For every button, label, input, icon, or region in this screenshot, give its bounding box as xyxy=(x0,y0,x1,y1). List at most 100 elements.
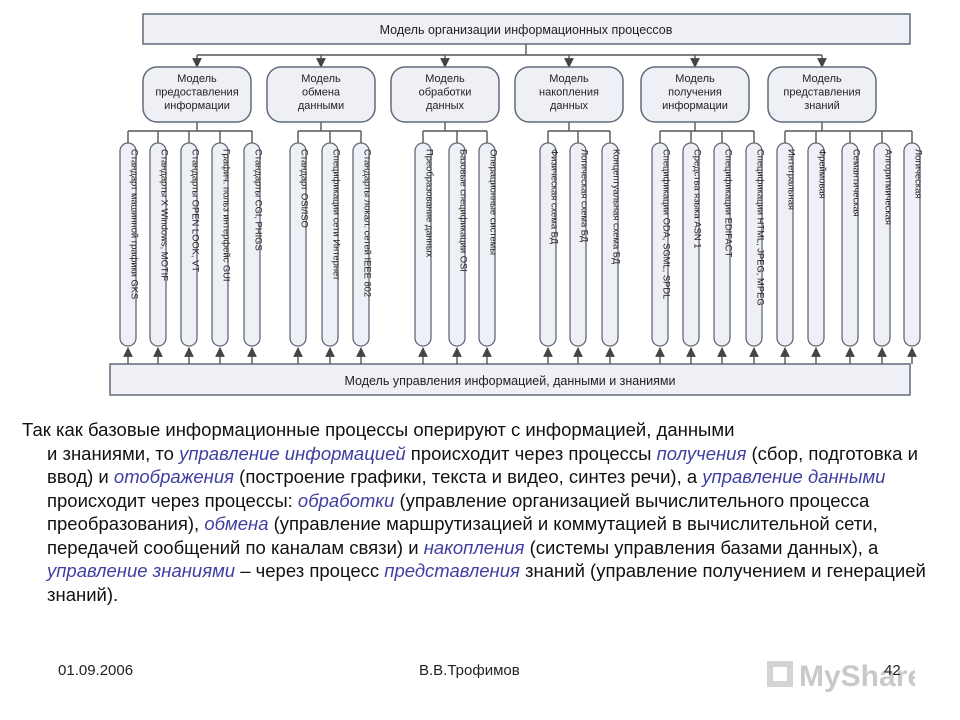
standard-item: Операционные системы xyxy=(478,142,500,347)
standard-item: Стандарт OSI/ISO xyxy=(289,142,311,347)
standard-item: Спецификации HTML, JPEG, MPEG xyxy=(745,142,767,347)
standard-item-box xyxy=(841,142,859,347)
standard-item-label: Семантическая xyxy=(852,149,863,217)
group-model-title: Модель xyxy=(802,73,842,85)
standard-item-box xyxy=(539,142,557,347)
para-text: (системы управления базами данных), а xyxy=(524,536,879,558)
group-model-title: данных xyxy=(426,100,465,112)
para-text: происходит через процессы: xyxy=(47,489,298,511)
standard-item: Стандарты X Windows, MOTIF xyxy=(149,142,171,347)
standard-item-label: Спецификации HTML, JPEG, MPEG xyxy=(756,149,767,306)
standard-item-label: Фреймовая xyxy=(818,149,829,199)
group-model-title: Модель xyxy=(675,73,715,85)
group-model-title: информации xyxy=(164,100,230,112)
standard-item-label: Логическая xyxy=(914,149,925,198)
standard-item-box xyxy=(119,142,137,347)
standard-item-label: Спецификации ODA, SGML, SPDL xyxy=(662,149,673,299)
top-model-box: Модель организации информационных процес… xyxy=(142,13,911,45)
standard-item: Базовые спецификации OSI xyxy=(448,142,470,347)
standard-item: Логическая схема БД xyxy=(569,142,591,347)
standard-item-label: Спецификации EDIFACT xyxy=(724,149,735,257)
group-model-title: предоставления xyxy=(155,87,238,99)
standard-item: Концептуальная схема БД xyxy=(601,142,623,347)
group-model-title: данными xyxy=(298,100,344,112)
standard-item-box xyxy=(243,142,261,347)
standard-item-label: Стандарты CGI, PHIGS xyxy=(254,149,265,251)
standard-item-label: Спецификации сети Интернет xyxy=(332,149,343,281)
standard-item: Логическая xyxy=(903,142,925,347)
bottom-model-title: Модель управления информацией, данными и… xyxy=(345,374,676,388)
group-model-title: информации xyxy=(662,100,728,112)
logo-text: MyShared xyxy=(799,660,915,693)
standard-item-box xyxy=(289,142,307,347)
highlight-term: управление информацией xyxy=(179,442,406,464)
standard-item-box xyxy=(713,142,731,347)
group-model-title: обработки xyxy=(419,87,472,99)
description-paragraph: Так как базовые информационные процессы … xyxy=(22,418,947,606)
standard-item-label: Интегральная xyxy=(787,149,798,210)
bottom-model-box: Модель управления информацией, данными и… xyxy=(109,363,911,396)
standard-item: Семантическая xyxy=(841,142,863,347)
standard-item-label: Средства языка ASN 1 xyxy=(693,149,704,248)
para-text: (управление организацией вычислительного… xyxy=(47,489,870,535)
standard-item: Средства языка ASN 1 xyxy=(682,142,704,347)
highlight-term: получения xyxy=(656,442,747,464)
standard-item-label: Концептуальная схема БД xyxy=(612,149,623,265)
standard-item: Спецификации сети Интернет xyxy=(321,142,343,347)
standard-item-box xyxy=(873,142,891,347)
top-model-title: Модель организации информационных процес… xyxy=(380,23,673,37)
standard-item: Интегральная xyxy=(776,142,798,347)
standard-item-box xyxy=(211,142,229,347)
group-model-title: обмена xyxy=(302,87,341,99)
para-text: (построение графики, текста и видео, син… xyxy=(234,466,703,487)
group-model-box xyxy=(514,66,624,123)
highlight-term: отображения xyxy=(113,466,235,487)
group-model-box xyxy=(640,66,750,123)
standard-item: Спецификации EDIFACT xyxy=(713,142,735,347)
standard-item-label: Графич. польз интерфейс GUI xyxy=(222,149,233,282)
para-text: (сбор, подготовка и ввод) и xyxy=(47,442,918,488)
standard-item: Фреймовая xyxy=(807,142,829,347)
standard-item-label: Операционные системы xyxy=(489,149,500,255)
standard-item-box xyxy=(776,142,794,347)
standard-item-box xyxy=(478,142,496,347)
standard-item: Физическая схема БД xyxy=(539,142,561,347)
highlight-term: управление данными xyxy=(702,466,886,487)
standard-item-label: Стандарты X Windows, MOTIF xyxy=(160,149,171,281)
para-text: и знаниями, то xyxy=(47,442,180,464)
standard-item-label: Стандарт машинной графики GKS xyxy=(130,149,141,299)
group-model-title: Модель xyxy=(425,73,465,85)
myshared-logo: MyShared xyxy=(767,660,915,693)
para-text: Так как базовые информационные процессы … xyxy=(22,419,735,440)
standard-item-label: Базовые спецификации OSI xyxy=(459,149,470,272)
group-model-box xyxy=(390,66,500,123)
footer-date: 01.09.2006 xyxy=(58,662,134,679)
group-model-box xyxy=(767,66,877,123)
group-model-title: данных xyxy=(550,100,589,112)
standard-item-label: Физическая схема БД xyxy=(550,149,561,245)
standard-item-box xyxy=(149,142,167,347)
group-model-title: знаний xyxy=(804,100,840,112)
standard-item-box xyxy=(682,142,700,347)
para-text: происходит через процессы xyxy=(405,442,657,464)
group-model-title: Модель xyxy=(549,73,589,85)
standard-item-box xyxy=(321,142,339,347)
standard-item-label: Стандарты локал. сетей IEEE 802 xyxy=(363,149,374,297)
para-body: и знаниями, то управление информацией пр… xyxy=(22,442,947,607)
standard-item-label: Стандарт OSI/ISO xyxy=(300,149,311,228)
standard-item-box xyxy=(601,142,619,347)
standard-item: Стандарты CGI, PHIGS xyxy=(243,142,265,347)
para-text: (управление маршрутизацией и коммутацией… xyxy=(47,513,878,558)
process-diagram: Модель организации информационных процес… xyxy=(109,13,925,396)
standard-item: Графич. польз интерфейс GUI xyxy=(211,142,233,347)
standard-item-box xyxy=(745,142,763,347)
standard-item: Преобразование данных xyxy=(414,142,436,347)
standard-item-label: Преобразование данных xyxy=(425,149,436,258)
footer-author: В.В.Трофимов xyxy=(419,662,520,679)
para-text: – через процесс xyxy=(235,560,385,581)
